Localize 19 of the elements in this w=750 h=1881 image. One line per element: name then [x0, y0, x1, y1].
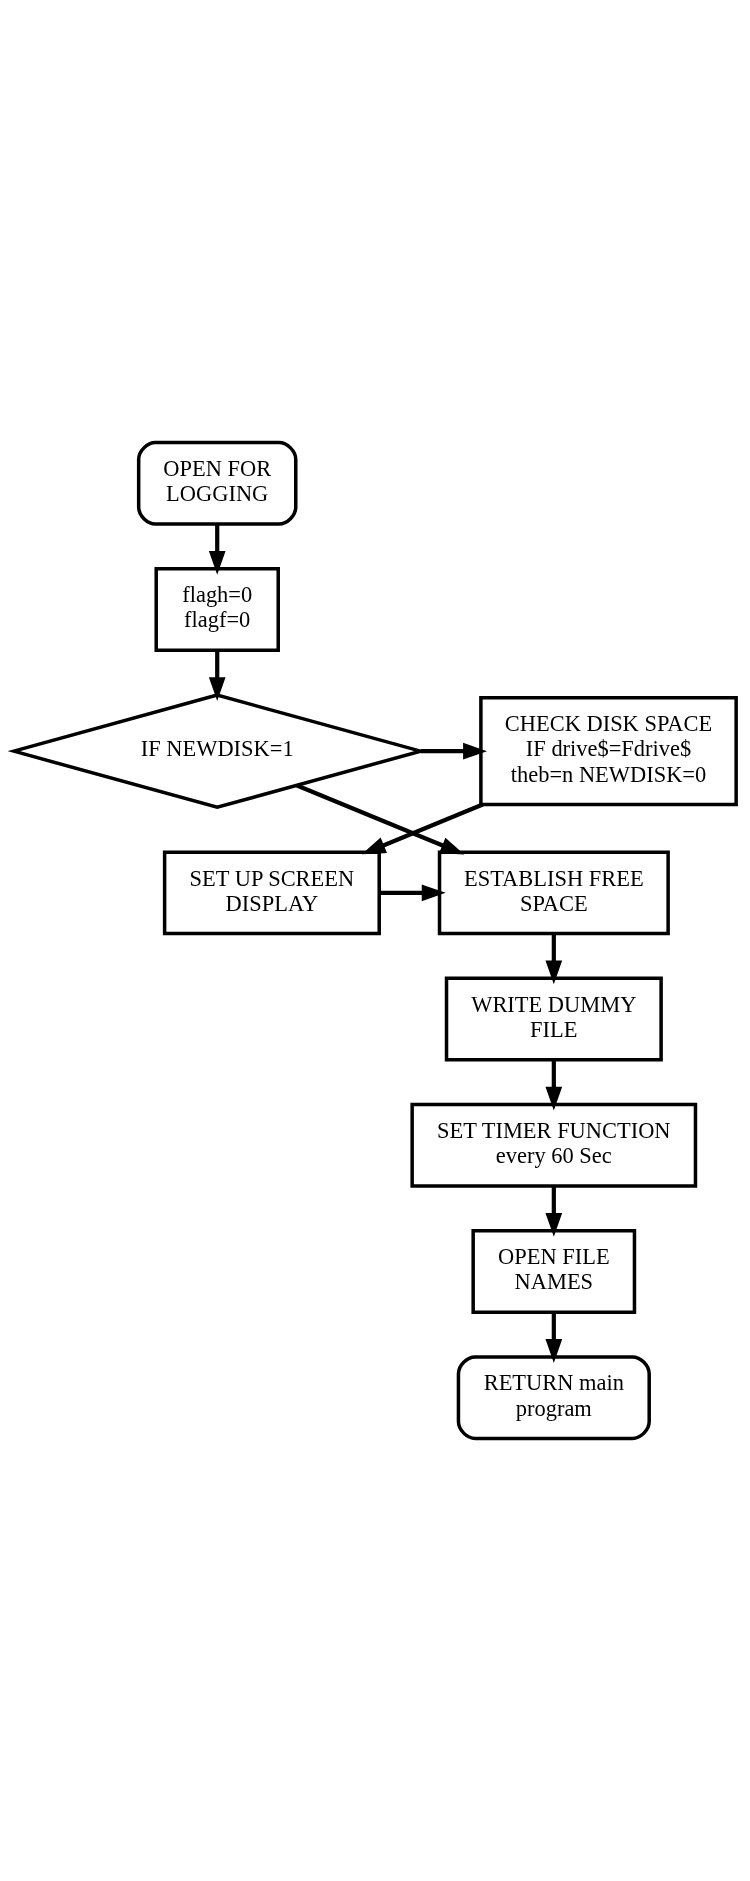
- node-box: CHECK DISK SPACE IF drive$=Fdrive$ theb=n NEWDISK=0: [479, 696, 738, 807]
- node-box: WRITE DUMMY FILE: [444, 976, 663, 1062]
- arrow: [420, 742, 487, 760]
- node-box: RETURN main program: [456, 1355, 651, 1441]
- arrow: [545, 1312, 563, 1364]
- arrow: [545, 933, 563, 985]
- node-box: OPEN FILE NAMES: [471, 1229, 637, 1314]
- node-box: SET UP SCREEN DISPLAY: [162, 850, 381, 936]
- node-box: flagh=0 flagf=0: [154, 567, 280, 652]
- node-box: ESTABLISH FREE SPACE: [437, 850, 670, 936]
- arrow: [361, 802, 484, 855]
- arrow: [545, 1060, 563, 1111]
- arrow: [545, 1186, 563, 1237]
- node-box: SET TIMER FUNCTION every 60 Sec: [410, 1102, 698, 1188]
- arrow: [208, 650, 226, 702]
- arrow: [379, 884, 446, 902]
- arrow: [296, 783, 465, 855]
- node-box: OPEN FOR LOGGING: [136, 440, 298, 526]
- arrow: [208, 524, 226, 575]
